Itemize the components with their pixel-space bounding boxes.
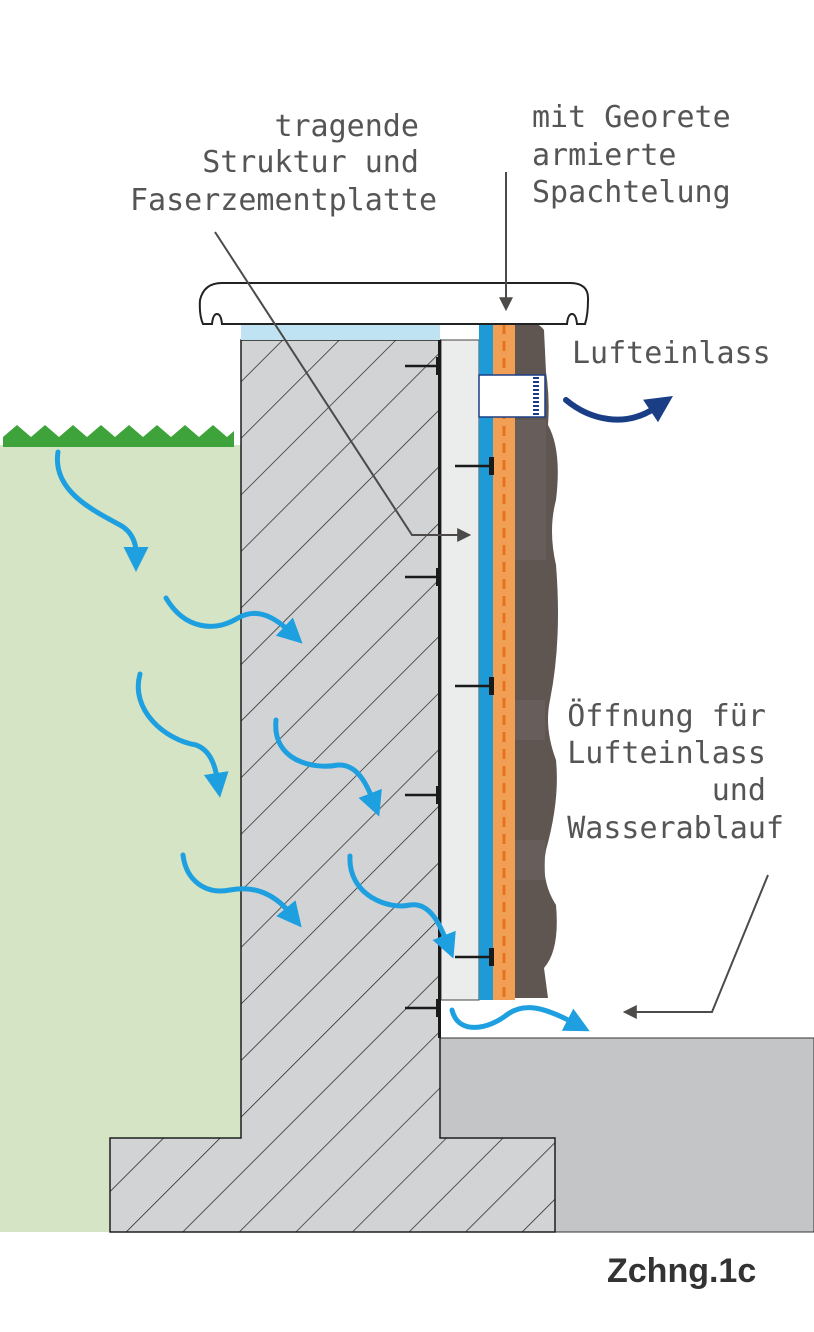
- curved-arrow-icon: [180, 852, 302, 928]
- opening-label-line-4: Wasserablauf: [567, 811, 784, 846]
- georete-label: mit Georete armierte Spachtelung: [532, 100, 749, 210]
- air-outlet-arrow: [563, 396, 673, 423]
- opening-label: Öffnung für Lufteinlass und Wasserablauf: [567, 698, 784, 846]
- fiber-cement-board: [440, 339, 480, 1001]
- moisture-arrows: [54, 449, 590, 1032]
- curved-arrow-icon: [54, 449, 149, 572]
- curved-arrow-icon: [273, 717, 382, 817]
- wall-anchor-icon: [405, 357, 494, 1017]
- grass-line: [3, 425, 234, 447]
- georete-label-line-3: Spachtelung: [532, 175, 731, 210]
- soil-backfill: [0, 445, 241, 1232]
- structure-label-line-1: tragende: [274, 109, 419, 144]
- capillary-layer: [241, 324, 440, 340]
- opening-label-line-2: Lufteinlass: [567, 736, 766, 771]
- structure-label-line-2: Struktur und: [202, 145, 419, 180]
- structure-leader: [214, 231, 472, 542]
- coping-cap: [198, 282, 590, 325]
- structure-label: tragende Struktur und Faserzementplatte: [130, 109, 437, 218]
- mortar-layer: [493, 322, 515, 1000]
- opening-leader: [622, 874, 769, 1019]
- figure-id: Zchng.1c: [607, 1252, 756, 1290]
- georete-label-line-2: armierte: [532, 138, 677, 173]
- curved-arrow-icon: [163, 595, 303, 644]
- air-inlet-label: Lufteinlass: [572, 336, 771, 371]
- georete-label-line-1: mit Georete: [532, 100, 731, 135]
- curved-arrow-icon: [135, 671, 229, 798]
- opening-label-line-3: und: [712, 773, 766, 808]
- structure-label-line-3: Faserzementplatte: [130, 183, 437, 218]
- opening-label-line-1: Öffnung für: [567, 698, 766, 734]
- curved-arrow-icon: [449, 1005, 590, 1032]
- support-rail: [438, 340, 441, 1038]
- stone-joint-band: [515, 420, 546, 880]
- curved-arrow-icon: [347, 853, 456, 959]
- waterproof-membrane: [479, 322, 493, 1000]
